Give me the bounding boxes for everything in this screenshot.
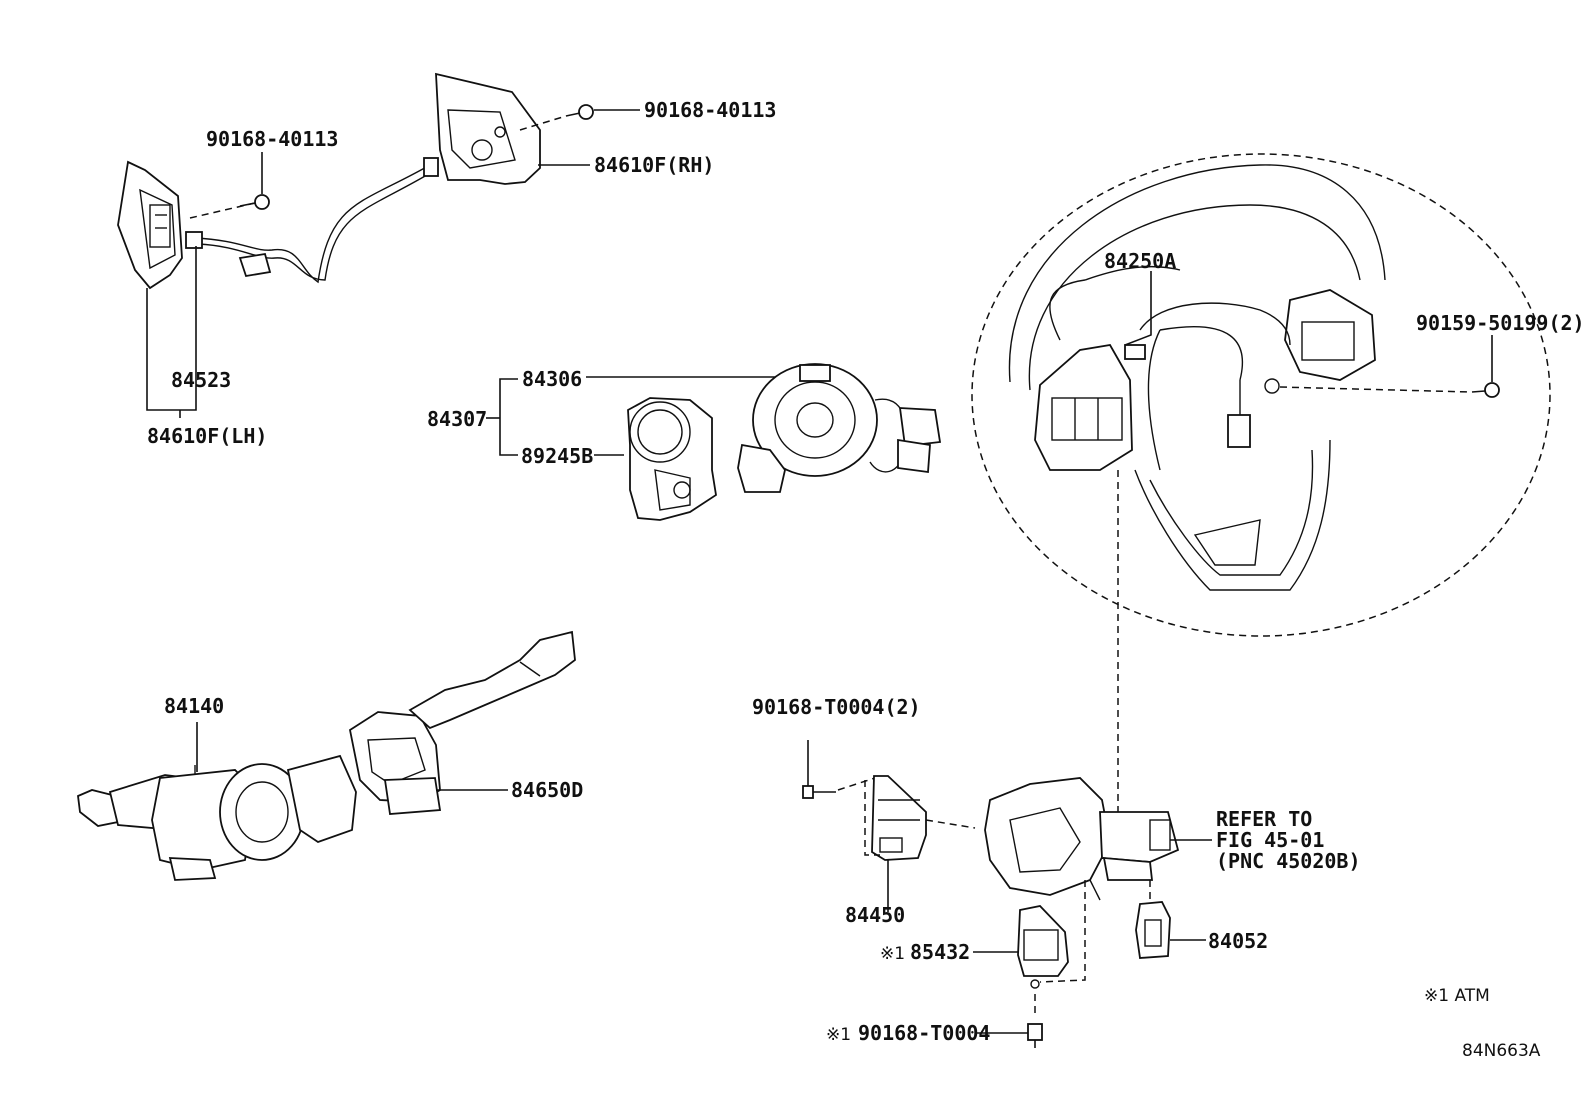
steering-wheel-drawing — [971, 153, 1551, 637]
label-combo-switch: 84140 — [164, 694, 224, 718]
rh-paddle-switch-drawing — [435, 72, 541, 185]
label-rh-switch: 84610F(RH) — [594, 153, 714, 177]
label-shift-switch-mark: ※1 — [880, 944, 905, 964]
wire-harness-drawing — [185, 157, 439, 284]
label-shift-switch: 85432 — [910, 940, 970, 964]
bottom-screw-icon — [1027, 1023, 1043, 1048]
label-spiral: 84306 — [522, 367, 582, 391]
bracket-screw-icon — [802, 740, 836, 799]
combination-switch-drawing — [77, 754, 357, 881]
column-cover-drawing — [984, 777, 1180, 901]
label-lh-switch: 84610F(LH) — [147, 424, 267, 448]
switch-84052-drawing — [1135, 901, 1171, 959]
label-bottom-screw-mark: ※1 — [826, 1025, 851, 1045]
wheel-screw-icon — [1471, 382, 1500, 398]
label-bottom-screw: 90168-T0004 — [858, 1021, 990, 1045]
label-bracket-screw: 90168-T0004(2) — [752, 695, 921, 719]
shift-switch-drawing — [1017, 905, 1069, 989]
spiral-cable-drawing — [737, 363, 942, 493]
label-bracket: 84450 — [845, 903, 905, 927]
label-drawing-id: 84N663A — [1462, 1041, 1541, 1061]
label-spiral-assy: 84307 — [427, 407, 487, 431]
label-lh-screw: 90168-40113 — [206, 127, 338, 151]
label-wire: 84523 — [171, 368, 231, 392]
label-refer-line2: FIG 45-01 — [1216, 828, 1324, 852]
label-note: ※1 ATM — [1424, 986, 1490, 1006]
label-rh-screw: 90168-40113 — [644, 98, 776, 122]
rh-screw-icon — [565, 104, 594, 120]
label-wheel-screw: 90159-50199(2) — [1416, 311, 1585, 335]
label-wiper-switch: 84650D — [511, 778, 583, 802]
steering-sensor-drawing — [627, 397, 717, 521]
label-switch-84052: 84052 — [1208, 929, 1268, 953]
label-wheel: 84250A — [1104, 249, 1176, 273]
wiper-switch-drawing — [348, 630, 576, 815]
label-refer-line3: (PNC 45020B) — [1216, 849, 1361, 873]
label-sensor: 89245B — [521, 444, 593, 468]
lh-paddle-switch-drawing — [117, 160, 183, 290]
bracket-drawing — [871, 775, 927, 861]
lh-screw-icon — [239, 194, 270, 210]
label-refer-line1: REFER TO — [1216, 807, 1312, 831]
